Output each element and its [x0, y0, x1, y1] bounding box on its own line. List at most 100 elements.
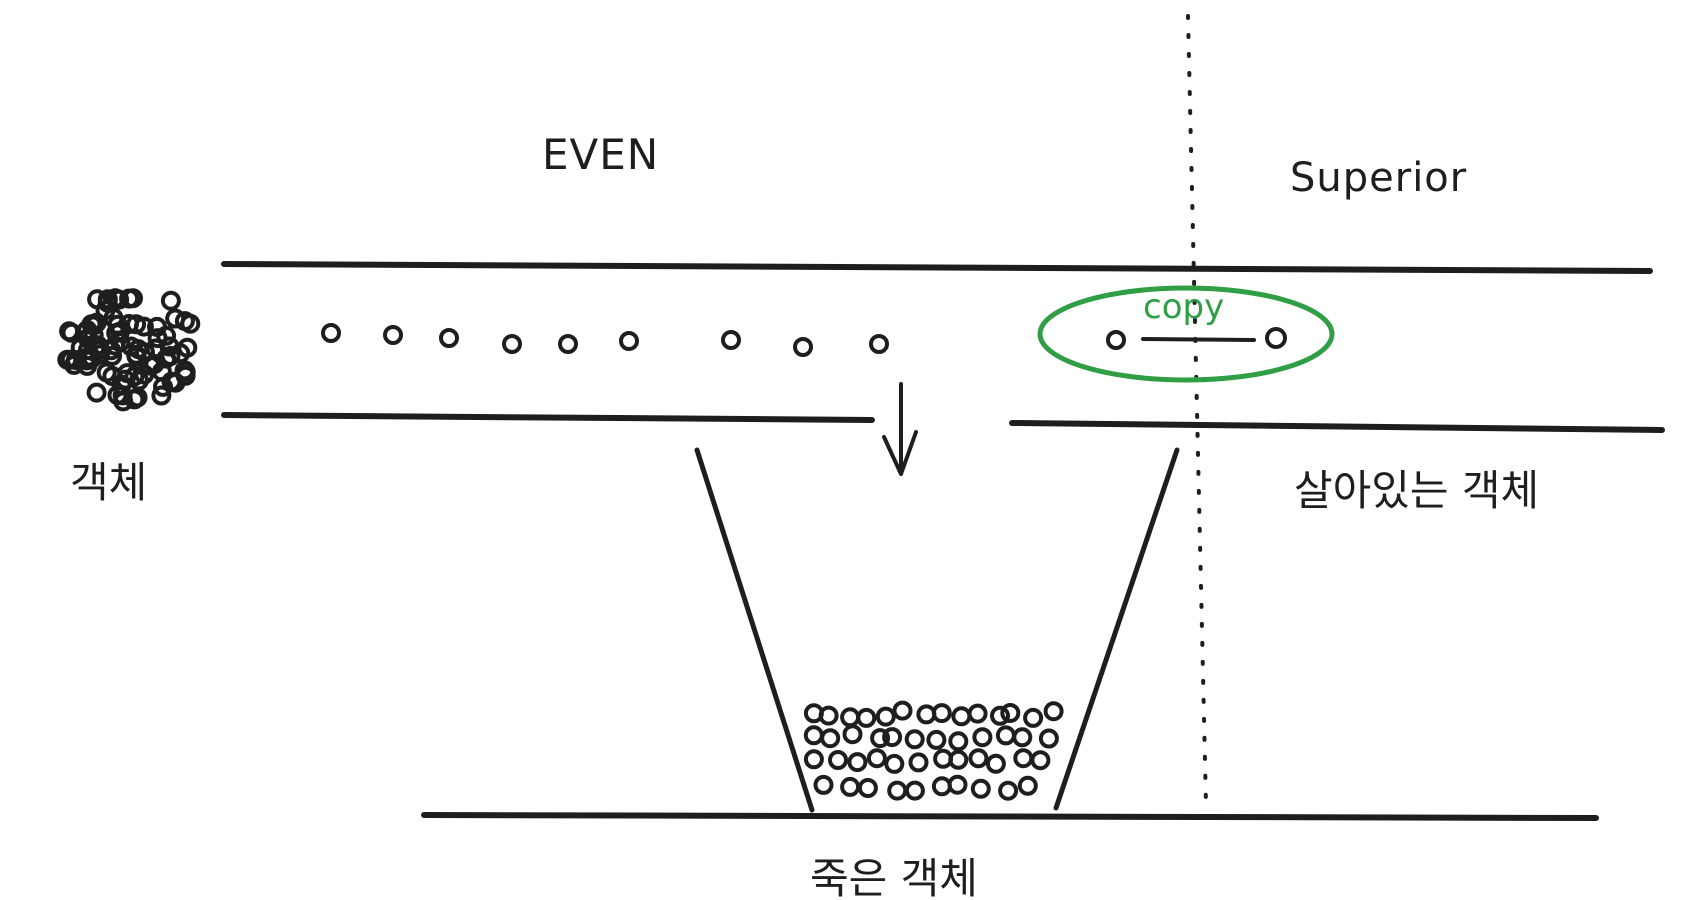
dead-object: [967, 703, 988, 724]
dead-object-pile: [803, 700, 1064, 801]
dead-object: [970, 778, 991, 799]
dead-object: [828, 750, 848, 770]
cluster-object: [106, 323, 127, 343]
cluster-object: [59, 321, 80, 342]
dead-object: [884, 753, 905, 774]
funnel-left-wall: [694, 447, 815, 813]
traveling-object: [793, 337, 813, 357]
copy-object-left: [1106, 330, 1126, 350]
dead-object: [847, 752, 868, 773]
dead-object: [818, 705, 839, 726]
dead-object: [892, 700, 913, 721]
cluster-object: [135, 342, 155, 363]
traveling-object: [439, 328, 459, 348]
dead-object: [1013, 748, 1034, 769]
cluster-object: [174, 360, 195, 381]
channel-top-line: [221, 261, 1653, 274]
traveling-object: [321, 323, 341, 343]
object-label: 객체: [70, 458, 148, 507]
channel-bottom-line-right: [1009, 420, 1665, 433]
dead-object: [887, 780, 908, 801]
cluster-object: [77, 328, 98, 349]
object-cluster: [57, 288, 201, 412]
dead-object: [931, 776, 952, 797]
dead-object: [985, 753, 1006, 774]
funnel-right-wall: [1053, 447, 1180, 811]
dead-object: [1017, 775, 1038, 796]
dead-object: [1030, 750, 1051, 771]
traveling-object: [721, 330, 741, 350]
cluster-object: [124, 366, 145, 387]
cluster-object: [115, 369, 136, 390]
down-arrow-icon: [882, 382, 918, 476]
dead-object: [947, 774, 968, 795]
dead-object: [968, 748, 989, 769]
dead-object: [856, 707, 877, 728]
cluster-object: [102, 345, 123, 366]
copy-highlight-ellipse: [1037, 285, 1335, 383]
cluster-object: [119, 288, 140, 309]
dead-object: [1012, 727, 1033, 748]
cluster-object: [95, 300, 116, 321]
dead-object: [904, 780, 925, 801]
dead-object: [866, 748, 887, 769]
traveling-object: [502, 334, 522, 354]
cluster-object: [134, 364, 155, 385]
dead-object: [931, 703, 952, 724]
traveling-object: [383, 325, 403, 345]
cluster-object: [170, 343, 191, 364]
dead-object: [1023, 707, 1044, 728]
dead-object: [904, 729, 925, 750]
dead-object: [1038, 728, 1059, 749]
cluster-object: [82, 348, 103, 369]
cluster-object: [174, 311, 195, 332]
dead-object: [951, 706, 972, 727]
dead-object: [995, 725, 1016, 746]
ground-line: [421, 812, 1599, 821]
dead-object: [1000, 703, 1021, 723]
dead-object: [840, 707, 861, 728]
channel-bottom-line-left: [221, 412, 875, 423]
dead-object: [803, 725, 824, 746]
dead-object: [803, 749, 824, 770]
copy-connector-line: [1141, 337, 1256, 342]
dead-object: [857, 778, 878, 798]
cluster-object: [86, 382, 107, 403]
dead-object: [972, 727, 993, 748]
traveling-object: [869, 334, 889, 354]
dead-object: [990, 705, 1010, 726]
dead-object: [998, 780, 1019, 801]
cluster-object: [165, 372, 186, 393]
traveling-object: [558, 334, 578, 354]
dead-object: [820, 728, 841, 749]
dead-object-label: 죽은 객체: [810, 854, 978, 900]
cluster-object: [151, 385, 172, 406]
cluster-object: [165, 308, 186, 329]
even-label: EVEN: [542, 130, 660, 179]
traveling-object: [619, 331, 639, 351]
generation-boundary-dotted-line: [1186, 14, 1208, 807]
dead-object: [908, 752, 929, 773]
dead-object: [926, 729, 947, 750]
cluster-object: [126, 314, 147, 335]
cluster-object: [109, 289, 130, 310]
dead-object: [948, 731, 969, 752]
cluster-object: [147, 316, 167, 337]
copy-label: copy: [1143, 287, 1225, 327]
dead-object: [870, 728, 891, 749]
dead-object: [813, 774, 834, 795]
dead-object: [875, 706, 896, 727]
dead-object: [842, 724, 863, 745]
dead-object: [1043, 701, 1064, 722]
traveling-objects: [321, 323, 889, 357]
cluster-object: [97, 289, 118, 310]
cluster-object: [160, 290, 181, 311]
dead-object: [840, 776, 861, 797]
dead-object: [882, 727, 903, 748]
copy-object-right: [1265, 327, 1287, 349]
alive-object-label: 살아있는 객체: [1294, 466, 1540, 515]
cluster-object: [57, 349, 78, 370]
cluster-object: [127, 387, 148, 408]
